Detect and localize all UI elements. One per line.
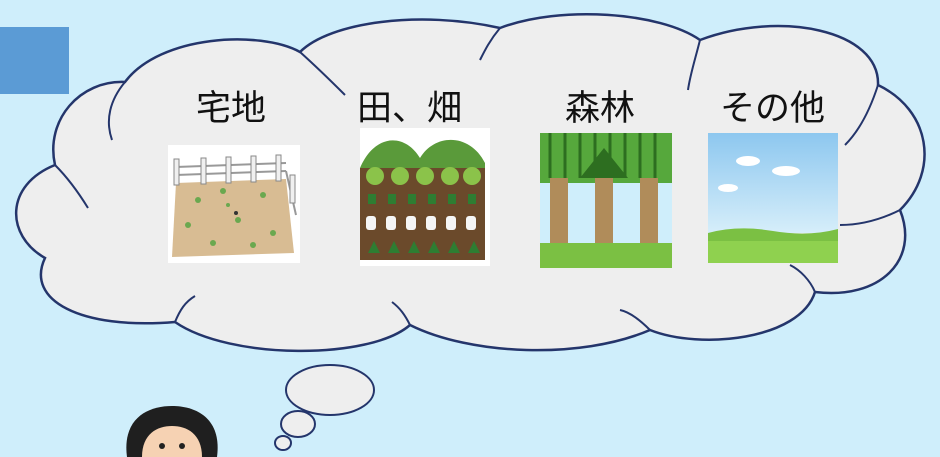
person-avatar <box>126 406 218 457</box>
grass-field-sky-illustration <box>708 133 838 263</box>
vegetable-field-illustration <box>360 128 490 266</box>
label-shinrin: 森林 <box>565 89 636 129</box>
label-sonota: その他 <box>720 89 826 129</box>
thought-bubble-small <box>274 435 292 451</box>
forest-trees-illustration <box>540 133 672 268</box>
label-takuchi: 宅地 <box>196 89 267 129</box>
blue-accent-tab <box>0 27 69 94</box>
label-ta-hatake: 田、畑 <box>357 89 463 129</box>
thought-bubble-large <box>285 364 375 416</box>
thought-bubble-medium <box>280 410 316 438</box>
fenced-empty-lot-illustration <box>168 145 300 263</box>
